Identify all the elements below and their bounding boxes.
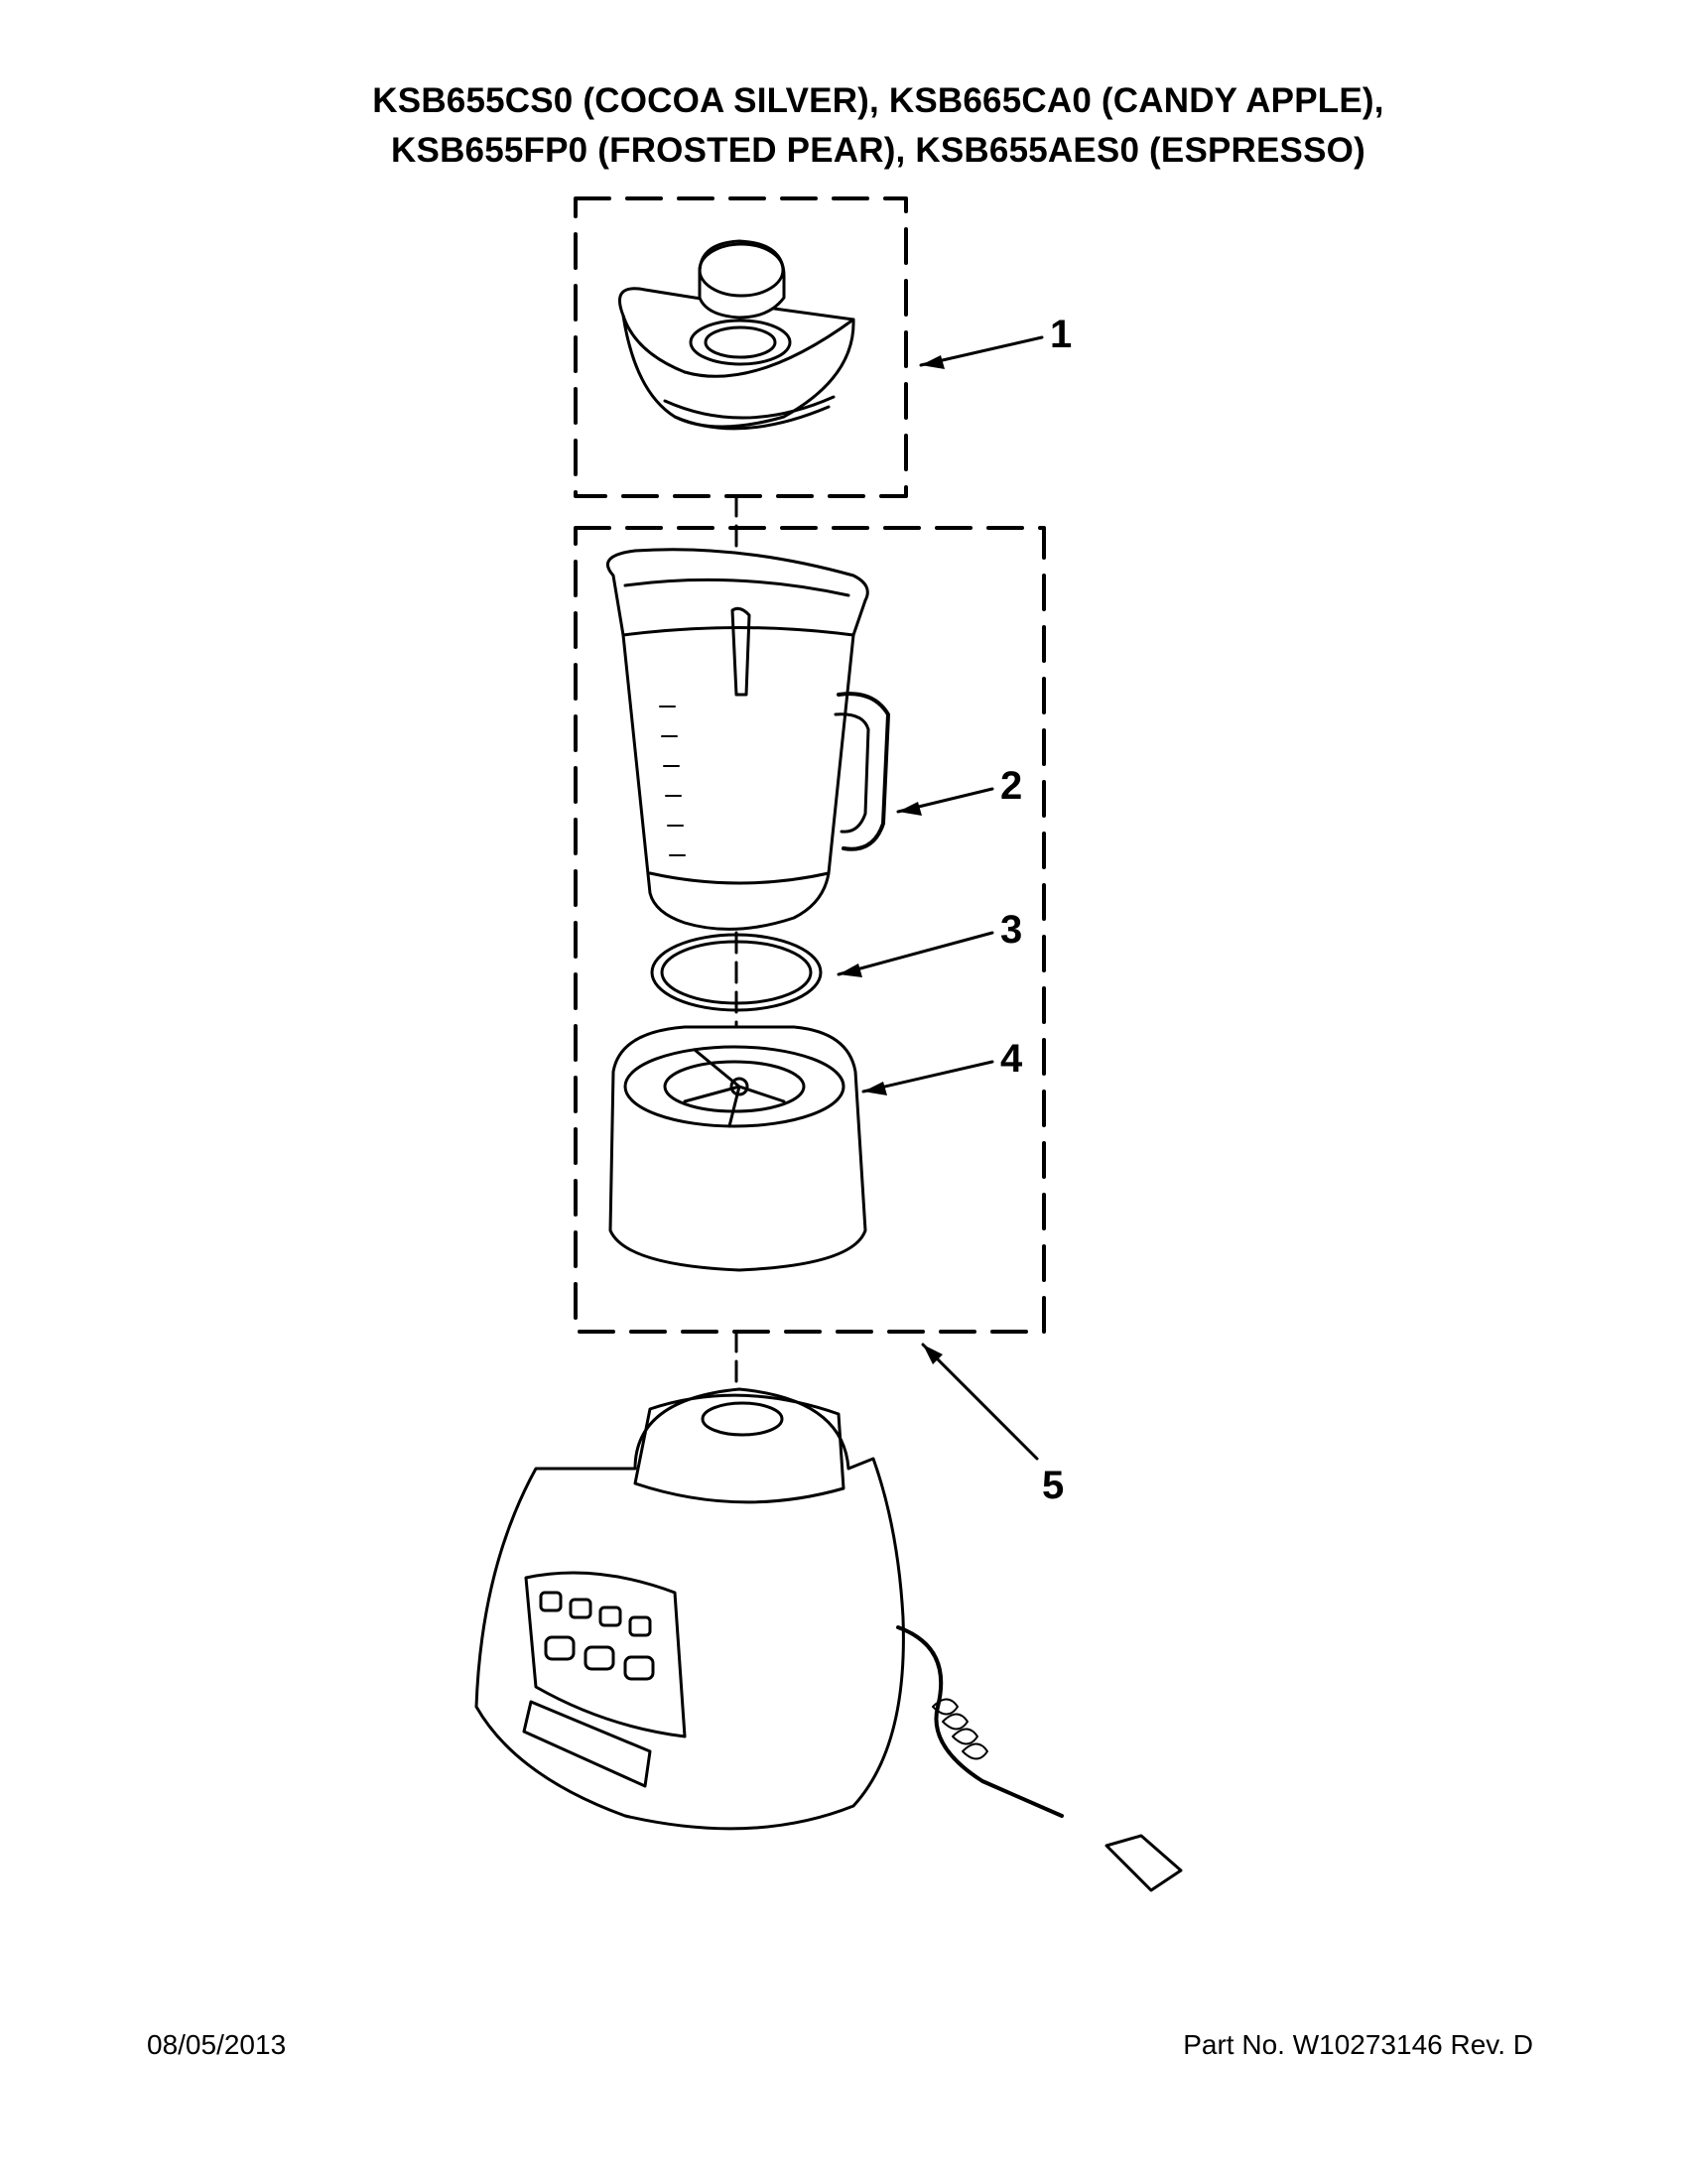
leader-arrow-3: [837, 931, 994, 976]
callout-4: 4: [1000, 1037, 1023, 1081]
callout-2: 2: [1000, 764, 1022, 808]
callout-5: 5: [1042, 1464, 1064, 1507]
blade-base-part: [608, 1025, 867, 1272]
jar-assembly-group-box: [574, 526, 1046, 1334]
jar-part: [606, 548, 890, 931]
diagram-title-line-2: KSB655FP0 (FROSTED PEAR), KSB655AES0 (ES…: [391, 131, 1365, 170]
seal-ring-part: [650, 933, 823, 1012]
callout-3: 3: [1000, 908, 1022, 952]
leader-arrow-4: [861, 1060, 994, 1093]
lid-group-box: [574, 196, 908, 498]
callout-1: 1: [1050, 313, 1072, 356]
diagram-title-line-1: KSB655CS0 (COCOA SILVER), KSB665CA0 (CAN…: [372, 81, 1384, 120]
footer-part-number: Part No. W10273146 Rev. D: [1183, 2029, 1533, 2060]
leader-arrow-5: [921, 1343, 1039, 1461]
motor-base: [474, 1387, 1183, 1892]
footer-date: 08/05/2013: [147, 2029, 287, 2060]
lid-part: [618, 239, 855, 431]
